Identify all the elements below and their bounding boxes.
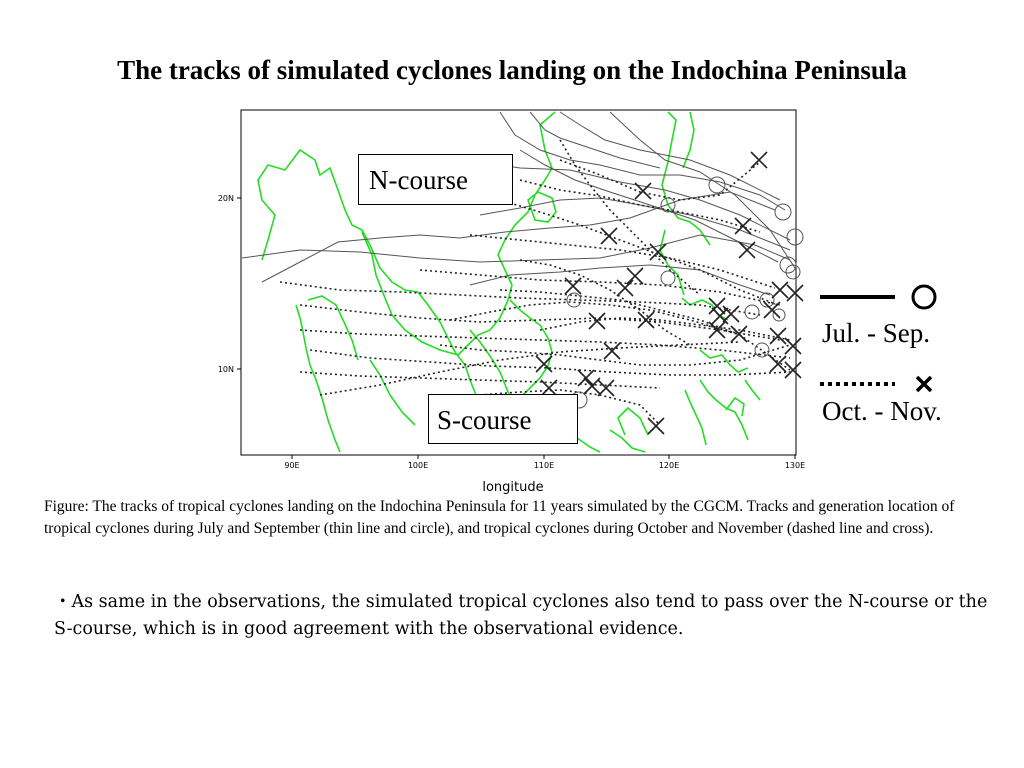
x-tick-label: 90E bbox=[284, 461, 299, 470]
s-course-label: S-course bbox=[428, 394, 578, 444]
x-axis bbox=[291, 455, 796, 459]
genesis-circles-jul-sep bbox=[566, 176, 804, 409]
y-tick-label: 20N bbox=[218, 194, 234, 203]
tracks-jul-sep bbox=[241, 111, 796, 296]
tracks-oct-nov bbox=[279, 139, 791, 426]
legend-symbols bbox=[820, 284, 937, 393]
x-tick-label: 100E bbox=[408, 461, 428, 470]
legend-circle-icon bbox=[911, 284, 937, 310]
bullet-text: ・As same in the observations, the simula… bbox=[54, 592, 988, 639]
x-tick-label: 110E bbox=[534, 461, 554, 470]
figure-caption: Figure: The tracks of tropical cyclones … bbox=[44, 498, 955, 537]
x-axis-label: longitude bbox=[482, 480, 543, 495]
legend-oct-nov-label: Oct. - Nov. bbox=[822, 396, 942, 426]
genesis-crosses-oct-nov bbox=[535, 151, 804, 435]
y-axis bbox=[237, 197, 241, 370]
x-tick-label: 120E bbox=[659, 461, 679, 470]
legend-cross-icon bbox=[915, 375, 933, 393]
n-course-label: N-course bbox=[358, 154, 513, 205]
slide-title: The tracks of simulated cyclones landing… bbox=[117, 55, 907, 85]
legend-jul-sep-label: Jul. - Sep. bbox=[822, 318, 930, 348]
map-frame bbox=[240, 109, 797, 456]
x-tick-label: 130E bbox=[785, 461, 805, 470]
y-tick-label: 10N bbox=[218, 365, 234, 374]
